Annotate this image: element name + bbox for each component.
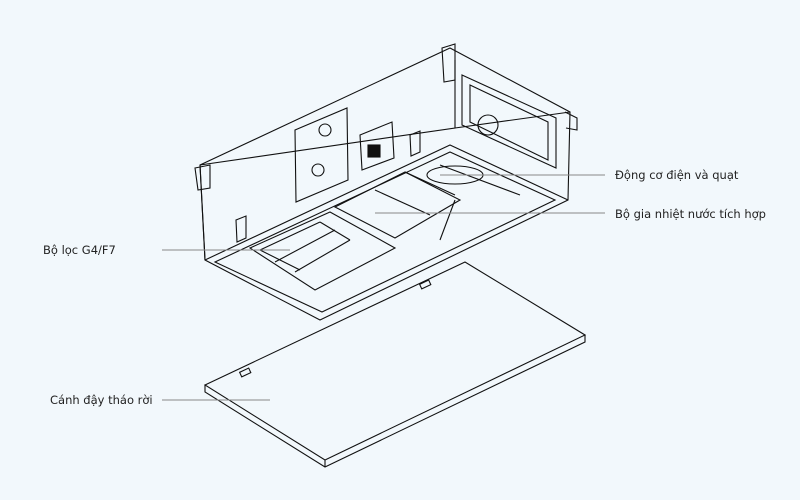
label-removable-panel: Cánh đậy tháo rời (50, 393, 153, 407)
knob-icon (311, 163, 325, 177)
removable-panel (203, 261, 587, 461)
filter (248, 211, 397, 291)
leader-lines (162, 174, 605, 401)
label-heater: Bộ gia nhiệt nước tích hợp (615, 207, 766, 221)
access-panel (294, 107, 349, 203)
knob-icon (318, 123, 332, 137)
duct-opening (461, 74, 557, 169)
heater-coil (333, 171, 462, 239)
label-filter: Bộ lọc G4/F7 (43, 243, 116, 257)
terminal-box (359, 121, 395, 171)
label-motor-fan: Động cơ điện và quạt (615, 168, 739, 182)
unit-body (194, 43, 587, 468)
